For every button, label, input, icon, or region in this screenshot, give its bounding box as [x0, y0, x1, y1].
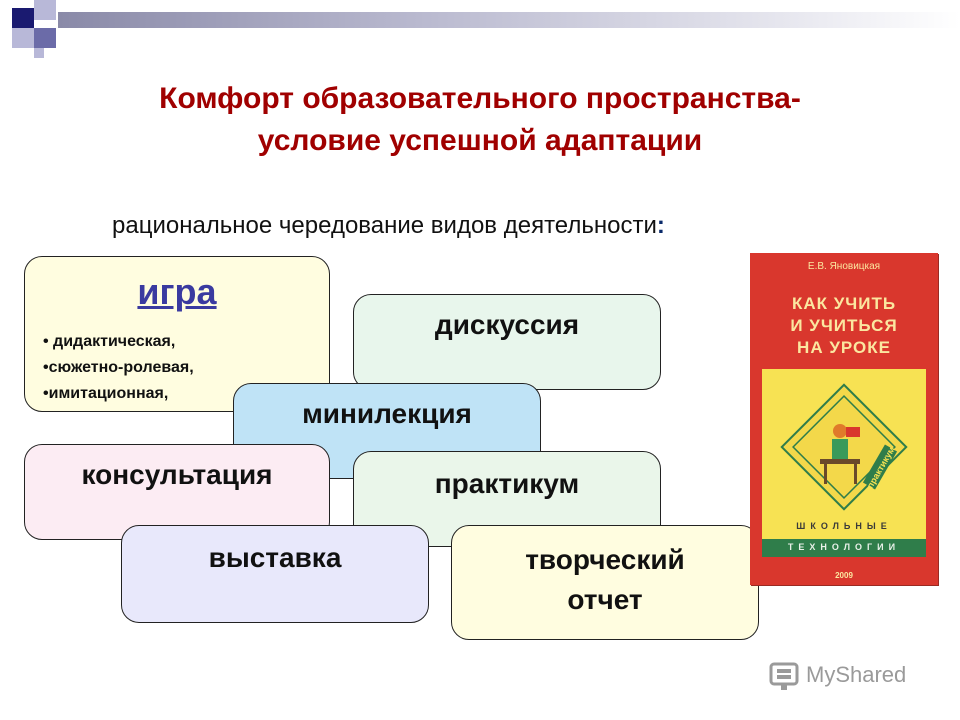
book-illustration-panel: практикум	[762, 369, 926, 545]
list-item: •имитационная,	[43, 385, 169, 402]
slide-subtitle: рациональное чередование видов деятельно…	[112, 212, 665, 240]
konsultacia-label: консультация	[81, 459, 273, 490]
igra-title: игра	[137, 271, 217, 312]
vystavka-label: выставка	[208, 542, 342, 573]
book-title-line: НА УРОКЕ	[797, 338, 891, 357]
book-title: КАК УЧИТЬ И УЧИТЬСЯ НА УРОКЕ	[750, 293, 938, 359]
header-bar	[58, 12, 960, 28]
tvorcheskiy-label: творческий отчет	[452, 540, 758, 620]
book-series-label-2: ТЕХНОЛОГИИ	[787, 542, 901, 552]
book-year: 2009	[835, 571, 853, 580]
list-item: • дидактическая,	[43, 333, 176, 350]
igra-list: • дидактическая, •сюжетно-ролевая, •имит…	[43, 329, 194, 407]
tvorcheskiy-line-1: творческий	[525, 544, 685, 575]
box-diskussia: дискуссия	[353, 294, 661, 390]
title-line-2: условие успешной адаптации	[257, 124, 703, 157]
praktikum-label: практикум	[434, 468, 580, 499]
slides-logo-icon	[769, 662, 799, 690]
diskussia-label: дискуссия	[434, 309, 580, 340]
book-title-line: КАК УЧИТЬ	[791, 294, 897, 313]
title-line-1: Комфорт образовательного пространства-	[159, 82, 801, 115]
box-konsultacia: консультация	[24, 444, 330, 540]
book-illustration: практикум	[780, 383, 908, 511]
box-vystavka: выставка	[121, 525, 429, 623]
book-title-line: И УЧИТЬСЯ	[790, 316, 898, 335]
corner-decoration	[0, 0, 80, 60]
watermark: MyShared	[768, 658, 938, 692]
book-series-bar	[762, 539, 926, 557]
book-cover: Е.В. Яновицкая КАК УЧИТЬ И УЧИТЬСЯ НА УР…	[750, 253, 938, 585]
list-item: •сюжетно-ролевая,	[43, 359, 194, 376]
book-series-label: ШКОЛЬНЫЕ	[796, 521, 892, 531]
slide-title: Комфорт образовательного пространства- у…	[0, 78, 960, 162]
tvorcheskiy-line-2: отчет	[567, 584, 643, 615]
minilekcia-label: минилекция	[302, 398, 472, 429]
watermark-text: MyShared	[806, 662, 907, 687]
subtitle-colon: :	[656, 212, 665, 239]
subtitle-text: рациональное чередование видов деятельно…	[112, 212, 657, 239]
box-igra: игра • дидактическая, •сюжетно-ролевая, …	[24, 256, 330, 412]
box-tvorcheskiy: творческий отчет	[451, 525, 759, 640]
book-author: Е.В. Яновицкая	[807, 261, 881, 272]
